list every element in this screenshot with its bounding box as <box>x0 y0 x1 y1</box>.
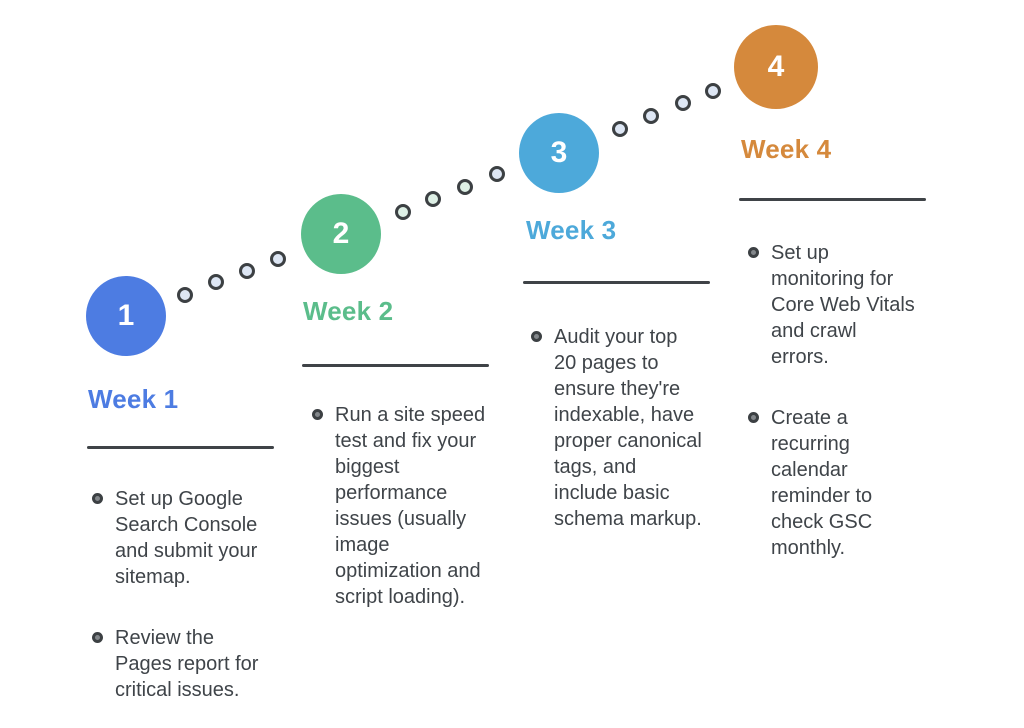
task-item: Set up monitoring for Core Web Vitals an… <box>748 240 918 370</box>
path-dot <box>643 108 659 124</box>
bullet-icon <box>92 493 103 504</box>
week-2-circle: 2 <box>301 194 381 274</box>
path-dot <box>612 121 628 137</box>
week-1-number: 1 <box>117 299 135 332</box>
week-3-label: Week 3 <box>526 215 617 245</box>
week-4-divider <box>739 198 926 201</box>
week-3-number: 3 <box>550 136 568 169</box>
bullet-icon <box>748 412 759 423</box>
path-dot <box>208 274 224 290</box>
task-item: Set up Google Search Console and submit … <box>92 486 267 590</box>
task-text: Audit your top 20 pages to ensure they'r… <box>554 326 702 530</box>
bullet-icon <box>748 247 759 258</box>
task-text: Run a site speed test and fix your bigge… <box>335 404 486 608</box>
task-item: Create a recurring calendar reminder to … <box>748 405 918 561</box>
week-2-number: 2 <box>332 217 350 250</box>
week-3-task-list: Audit your top 20 pages to ensure they'r… <box>531 324 704 532</box>
bullet-icon <box>312 409 323 420</box>
bullet-icon <box>92 632 103 643</box>
task-item: Audit your top 20 pages to ensure they'r… <box>531 324 704 532</box>
week-4-number: 4 <box>767 50 785 83</box>
week-3-circle: 3 <box>519 113 599 193</box>
week-2-label: Week 2 <box>303 296 394 326</box>
path-dot <box>457 179 473 195</box>
task-item: Run a site speed test and fix your bigge… <box>312 402 487 610</box>
task-text: Set up monitoring for Core Web Vitals an… <box>771 242 915 368</box>
path-dot <box>239 263 255 279</box>
week-1-circle: 1 <box>86 276 166 356</box>
path-dot <box>705 83 721 99</box>
path-dot <box>425 191 441 207</box>
week-2-task-list: Run a site speed test and fix your bigge… <box>312 402 487 610</box>
task-text: Review the Pages report for critical iss… <box>115 627 259 701</box>
week-4-circle: 4 <box>734 25 818 109</box>
week-1-divider <box>87 446 274 449</box>
week-1-task-list: Set up Google Search Console and submit … <box>92 486 267 703</box>
path-dot <box>489 166 505 182</box>
week-4-label: Week 4 <box>741 134 832 164</box>
week-1-label: Week 1 <box>88 384 179 414</box>
path-dot <box>395 204 411 220</box>
path-dot <box>270 251 286 267</box>
week-4-task-list: Set up monitoring for Core Web Vitals an… <box>748 240 918 561</box>
task-text: Create a recurring calendar reminder to … <box>771 407 873 559</box>
bullet-icon <box>531 331 542 342</box>
path-dot <box>177 287 193 303</box>
path-dot <box>675 95 691 111</box>
task-text: Set up Google Search Console and submit … <box>115 488 258 588</box>
week-2-divider <box>302 364 489 367</box>
task-item: Review the Pages report for critical iss… <box>92 625 267 703</box>
week-3-divider <box>523 281 710 284</box>
